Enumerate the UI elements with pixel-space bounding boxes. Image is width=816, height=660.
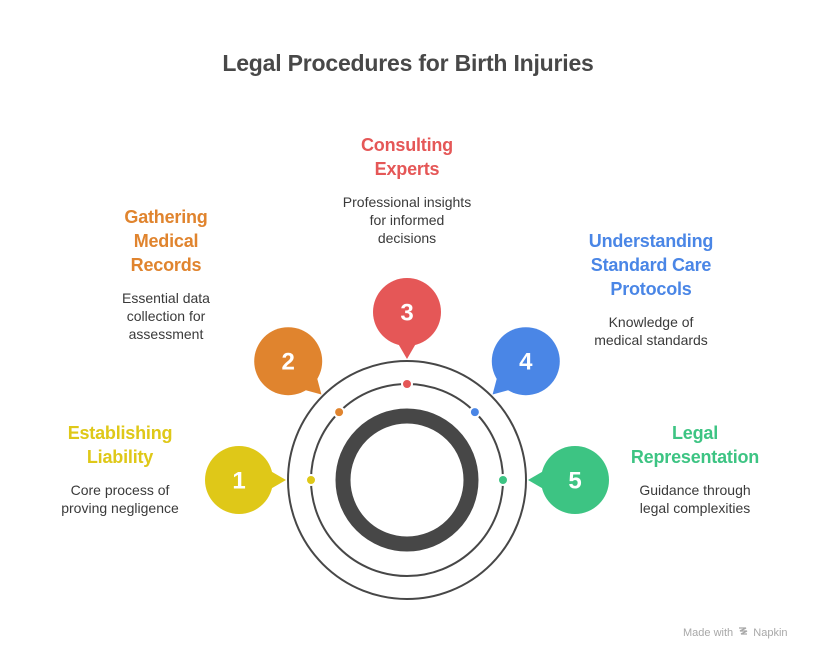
step-5-bubble — [541, 446, 609, 514]
step-4-label: Understanding Standard Care Protocols Kn… — [561, 229, 741, 349]
step-1-label: Establishing Liability Core process of p… — [40, 421, 200, 517]
diagram-title: Legal Procedures for Birth Injuries — [222, 50, 594, 76]
step-4-description: Knowledge of medical standards — [594, 314, 708, 348]
watermark: Made with Napkin — [683, 626, 788, 639]
step-5-description: Guidance through legal complexities — [639, 482, 751, 516]
step-3-title: Consulting Experts — [361, 135, 453, 179]
step-3-marker — [401, 378, 413, 390]
step-3-bubble — [373, 278, 441, 346]
inner-thick-ring — [335, 408, 479, 552]
step-3-description: Professional insights for informed decis… — [342, 194, 472, 246]
step-4-title: Understanding Standard Care Protocols — [588, 231, 714, 299]
outer-ring — [287, 360, 527, 600]
step-2-marker — [333, 406, 346, 419]
step-1-marker — [305, 474, 317, 486]
step-1-bubble — [205, 446, 273, 514]
step-2-bubble — [254, 327, 323, 396]
step-4-number: 4 — [519, 349, 533, 376]
step-3-number: 3 — [400, 300, 413, 327]
step-4-marker — [468, 406, 481, 419]
step-1-description: Core process of proving negligence — [61, 482, 179, 516]
step-2-label: Gathering Medical Records Essential data… — [86, 205, 246, 343]
step-2-description: Essential data collection for assessment — [122, 290, 210, 342]
step-5-marker — [497, 474, 509, 486]
step-5-label: Legal Representation Guidance through le… — [615, 421, 775, 517]
step-5-number: 5 — [568, 468, 581, 495]
napkin-logo-icon — [738, 626, 748, 639]
step-1-number: 1 — [232, 468, 245, 495]
step-5-title: Legal Representation — [630, 423, 760, 467]
step-4-bubble — [491, 327, 560, 396]
step-2-title: Gathering Medical Records — [124, 207, 208, 275]
step-3-label: Consulting Experts Professional insights… — [317, 133, 497, 247]
step-2-number: 2 — [282, 349, 295, 376]
step-1-title: Establishing Liability — [67, 423, 173, 467]
